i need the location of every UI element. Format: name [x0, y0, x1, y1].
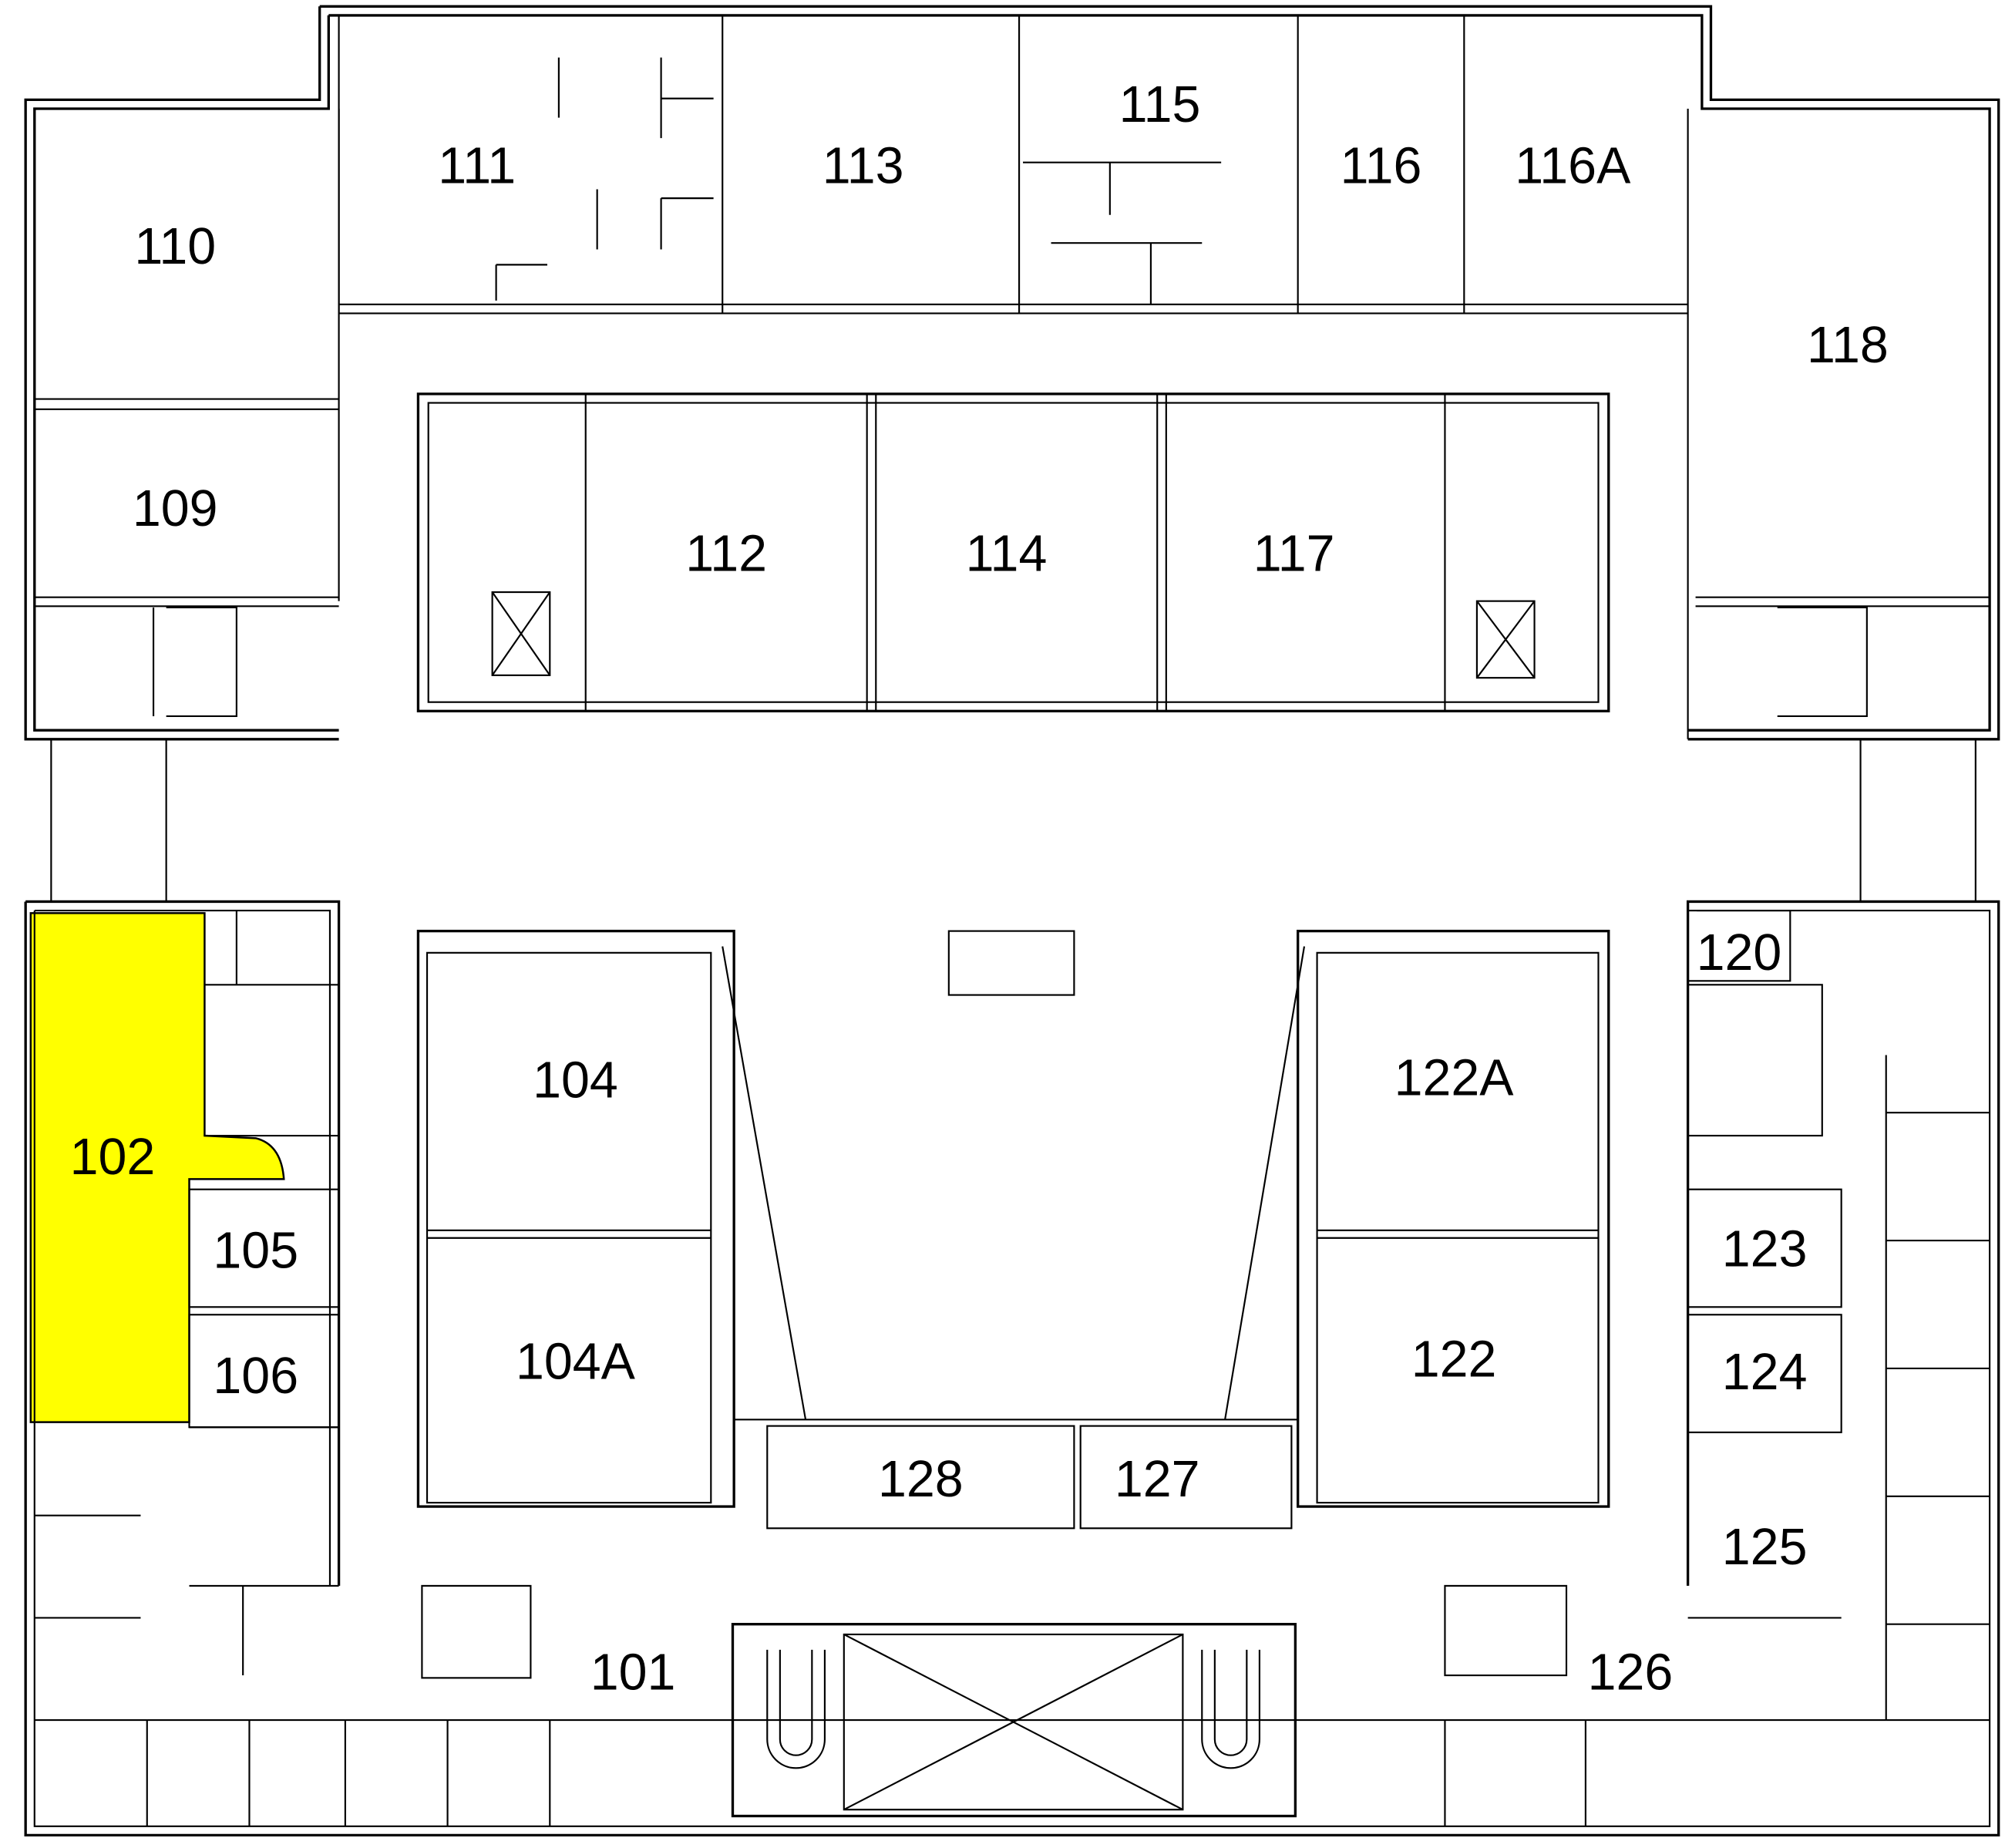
room-label[interactable]: 109 [133, 480, 218, 537]
room-label[interactable]: 116 [1341, 138, 1422, 195]
room-label[interactable]: 101 [590, 1644, 676, 1702]
room-label[interactable]: 104A [516, 1334, 636, 1391]
room-label[interactable]: 116A [1515, 138, 1631, 195]
room-label[interactable]: 127 [1115, 1451, 1200, 1508]
room-labels: 110 111 113 115 116 116A 118 109 112 114… [70, 76, 1889, 1702]
walls [24, 5, 2000, 1837]
room-102-highlight[interactable] [29, 912, 285, 1423]
room-label[interactable]: 105 [213, 1222, 298, 1279]
room-label[interactable]: 106 [213, 1348, 298, 1405]
room-label[interactable]: 126 [1588, 1644, 1674, 1702]
room-label[interactable]: 112 [685, 525, 767, 582]
room-label[interactable]: 125 [1722, 1519, 1808, 1576]
room-label[interactable]: 118 [1807, 317, 1889, 374]
room-label[interactable]: 111 [438, 138, 516, 195]
room-label[interactable]: 122A [1394, 1049, 1515, 1106]
room-label[interactable]: 104 [533, 1052, 618, 1109]
room-label[interactable]: 114 [966, 525, 1048, 582]
room-label[interactable]: 128 [878, 1451, 964, 1508]
room-label[interactable]: 123 [1722, 1221, 1808, 1278]
room-label[interactable]: 110 [134, 218, 216, 275]
room-label[interactable]: 115 [1119, 76, 1201, 133]
room-label-highlighted[interactable]: 102 [70, 1129, 156, 1186]
room-label[interactable]: 120 [1697, 924, 1782, 981]
room-label[interactable]: 122 [1411, 1331, 1497, 1388]
room-label[interactable]: 113 [823, 138, 904, 195]
room-label[interactable]: 124 [1722, 1344, 1808, 1401]
room-label[interactable]: 117 [1253, 525, 1335, 582]
